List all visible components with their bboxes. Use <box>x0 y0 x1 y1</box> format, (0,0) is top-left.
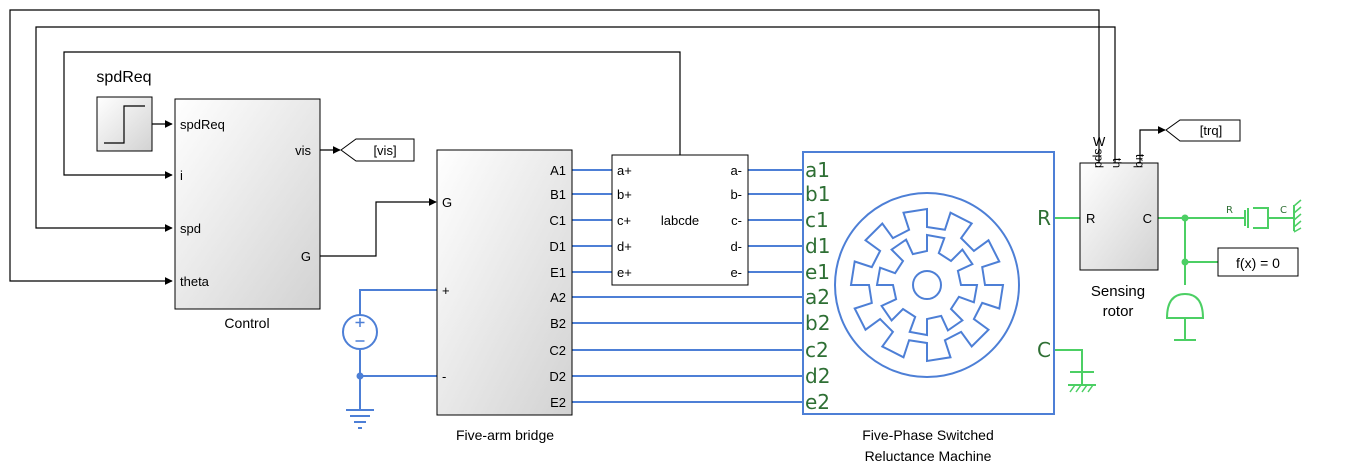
bridge-port-label: E2 <box>550 395 566 410</box>
damper-port-r: R <box>1226 205 1233 216</box>
spdreq-block-label: spdReq <box>96 69 151 86</box>
labcde-port-label: d+ <box>617 239 632 254</box>
machine-port-r: R <box>1037 206 1051 230</box>
sensor-port-c: C <box>1143 211 1152 226</box>
control-port-i: i <box>180 168 183 183</box>
control-port-spdreq: spdReq <box>180 117 225 132</box>
sensor-port-spd: spd <box>1092 149 1106 168</box>
machine-port-label: b1 <box>805 182 830 206</box>
sensor-top-port-labels: spd th trq <box>1092 149 1147 168</box>
labcde-block-name: labcde <box>661 213 699 228</box>
damper-reference-icon <box>1293 199 1302 233</box>
labcde-current-sensor-block[interactable] <box>611 154 749 286</box>
control-port-g: G <box>301 249 311 264</box>
bridge-block-label: Five-arm bridge <box>456 427 554 443</box>
control-block[interactable] <box>174 98 321 310</box>
labcde-port-label: a+ <box>617 163 632 178</box>
bridge-port-label: A1 <box>550 163 566 178</box>
bridge-port-label: E1 <box>550 265 566 280</box>
solver-configuration-block[interactable] <box>1217 247 1299 277</box>
labcde-port-label: a- <box>730 163 742 178</box>
control-port-vis: vis <box>295 143 311 158</box>
trq-goto-label: [trq] <box>1200 123 1222 138</box>
bridge-port-label: A2 <box>550 290 566 305</box>
sensor-port-r: R <box>1086 211 1095 226</box>
labcde-port-label: b- <box>730 187 742 202</box>
bridge-port-minus: - <box>442 369 446 384</box>
labcde-port-label: b+ <box>617 187 632 202</box>
labcde-port-labels: a+ b+ c+ d+ e+ a- b- c- d- e- <box>617 163 742 280</box>
dc-voltage-source[interactable] <box>342 314 378 350</box>
labcde-port-label: c- <box>731 213 742 228</box>
trq-goto-tag[interactable] <box>1165 119 1241 142</box>
sensor-port-th: th <box>1110 158 1124 168</box>
sensor-signal-w: W <box>1093 134 1106 149</box>
bridge-port-g: G <box>442 195 452 210</box>
machine-port-label: c2 <box>805 338 829 362</box>
srm-rotor-stator-icon <box>834 192 1020 378</box>
feedback-lines <box>9 9 1166 285</box>
rotational-damper-icon[interactable] <box>1244 207 1269 229</box>
bridge-port-plus: + <box>442 283 450 298</box>
control-port-spd: spd <box>180 221 201 236</box>
machine-port-label: a2 <box>805 285 830 309</box>
sensor-label-line2: rotor <box>1103 303 1134 320</box>
bridge-port-label: D2 <box>549 369 566 384</box>
control-block-label: Control <box>224 315 269 331</box>
labcde-port-label: e- <box>730 265 742 280</box>
bridge-port-label: B2 <box>550 316 566 331</box>
solver-label: f(x) = 0 <box>1236 255 1280 271</box>
bridge-output-labels: A1 B1 C1 D1 E1 A2 B2 C2 D2 E2 <box>549 163 566 410</box>
mechanical-reference-icon <box>1068 371 1096 393</box>
spdreq-step-block[interactable] <box>96 96 153 152</box>
machine-label-line1: Five-Phase Switched <box>862 427 994 443</box>
bridge-port-label: B1 <box>550 187 566 202</box>
vis-goto-label: [vis] <box>373 143 396 158</box>
machine-port-label: a1 <box>805 158 830 182</box>
machine-port-c: C <box>1037 338 1051 362</box>
machine-port-label: e1 <box>805 260 830 284</box>
damper-port-c: C <box>1280 205 1287 216</box>
machine-port-label: d2 <box>805 364 830 388</box>
bridge-port-label: C1 <box>549 213 566 228</box>
mechanical-lines <box>1054 214 1294 372</box>
machine-port-labels: a1 b1 c1 d1 e1 a2 b2 c2 d2 e2 R C <box>805 158 1051 414</box>
sensing-rotor-block[interactable] <box>1079 162 1159 271</box>
vis-goto-tag[interactable] <box>340 138 415 162</box>
sensor-label-line1: Sensing <box>1091 283 1145 300</box>
bridge-port-label: D1 <box>549 239 566 254</box>
sensor-port-trq: trq <box>1133 154 1147 168</box>
electrical-lines <box>356 169 803 410</box>
machine-label-line2: Reluctance Machine <box>865 448 992 464</box>
machine-port-label: c1 <box>805 208 829 232</box>
electrical-ground-icon <box>346 409 374 429</box>
machine-port-label: d1 <box>805 234 830 258</box>
inertia-icon[interactable] <box>1165 292 1205 341</box>
control-port-theta: theta <box>180 274 210 289</box>
bridge-port-label: C2 <box>549 343 566 358</box>
machine-port-label: b2 <box>805 311 830 335</box>
labcde-port-label: d- <box>730 239 742 254</box>
reluctance-machine-block[interactable] <box>802 151 1055 415</box>
labcde-port-label: e+ <box>617 265 632 280</box>
five-arm-bridge-block[interactable] <box>436 149 573 416</box>
machine-port-label: e2 <box>805 390 830 414</box>
labcde-port-label: c+ <box>617 213 631 228</box>
